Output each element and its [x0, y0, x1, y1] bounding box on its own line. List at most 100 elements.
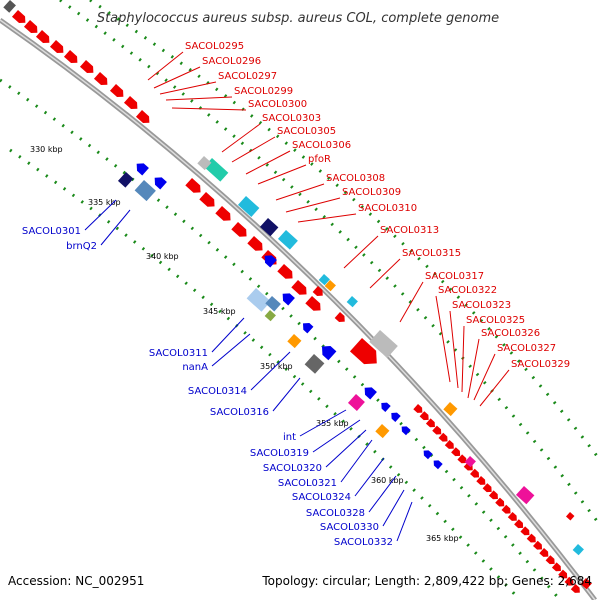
forward-gene-label: SACOL0295	[185, 41, 244, 52]
forward-gene-label: SACOL0313	[380, 225, 439, 236]
reverse-gene	[321, 346, 337, 361]
reverse-leader	[396, 501, 413, 542]
reverse-gene	[381, 402, 391, 412]
reverse-gene	[264, 255, 277, 268]
gene-cyan	[346, 296, 358, 308]
gene-grey	[197, 156, 212, 171]
reverse-leader	[84, 199, 117, 231]
forward-gene	[565, 512, 575, 521]
forward-gene	[501, 504, 511, 514]
forward-leader	[343, 235, 379, 269]
forward-leader	[257, 164, 307, 185]
forward-gene-label: SACOL0326	[481, 328, 540, 339]
forward-leader	[449, 310, 459, 389]
forward-gene-label: SACOL0315	[402, 248, 461, 259]
reverse-gene	[154, 177, 167, 190]
reverse-gene-label: SACOL0321	[278, 478, 337, 489]
gene-orange	[443, 401, 458, 417]
forward-leader	[461, 325, 465, 393]
forward-gene-label: SACOL0299	[234, 86, 293, 97]
forward-gene	[514, 519, 524, 529]
forward-leader	[159, 81, 217, 95]
reverse-gene-label: SACOL0311	[149, 348, 208, 359]
forward-gene-label: SACOL0310	[358, 203, 417, 214]
gene-cyan	[572, 544, 584, 556]
reverse-leader	[354, 457, 385, 497]
forward-gene	[580, 577, 592, 590]
forward-gene	[444, 440, 454, 449]
reverse-gene-label: SACOL0314	[188, 386, 247, 397]
tick-label: 350 kbp	[260, 362, 293, 371]
forward-gene	[482, 483, 492, 493]
reverse-leader	[299, 409, 347, 437]
forward-leader	[275, 183, 325, 201]
forward-leader	[369, 258, 401, 289]
forward-gene	[334, 312, 345, 322]
forward-gene	[93, 72, 108, 86]
forward-gene	[291, 280, 307, 295]
reverse-gene-label: SACOL0324	[292, 492, 351, 503]
forward-leader	[435, 295, 451, 383]
reverse-gene	[364, 387, 377, 400]
reverse-leader	[211, 317, 245, 353]
reverse-gene-label: SACOL0332	[334, 537, 393, 548]
forward-gene	[432, 425, 442, 435]
tick-label: 360 kbp	[371, 476, 404, 485]
forward-leader	[285, 197, 341, 213]
gene-grey	[369, 330, 398, 358]
forward-gene-label: SACOL0296	[202, 56, 261, 67]
tick-label: 345 kbp	[203, 307, 236, 316]
forward-leader	[245, 150, 291, 175]
forward-gene-label: SACOL0322	[438, 285, 497, 296]
forward-gene	[305, 296, 321, 311]
genome-title: Staphylococcus aureus subsp. aureus COL,…	[97, 11, 499, 26]
forward-leader	[147, 51, 184, 81]
forward-gene	[451, 447, 461, 457]
forward-gene	[109, 84, 124, 98]
backbone-highlight	[0, 19, 596, 600]
forward-gene	[457, 454, 467, 464]
reverse-leader	[382, 489, 405, 527]
reverse-gene-label: int	[283, 432, 296, 443]
tick-label: 365 kbp	[426, 534, 459, 543]
forward-gene	[539, 548, 549, 557]
forward-gene	[312, 286, 323, 296]
reverse-leader	[272, 377, 301, 412]
forward-gene	[533, 540, 543, 550]
forward-gene	[199, 192, 215, 207]
gene-dark	[3, 0, 16, 13]
forward-gene	[123, 96, 138, 110]
tick-label: 340 kbp	[146, 252, 179, 261]
forward-gene-label: SACOL0323	[452, 300, 511, 311]
forward-gene	[135, 110, 150, 124]
forward-leader	[231, 136, 276, 163]
forward-gene	[564, 576, 574, 586]
reverse-gene-label: SACOL0319	[250, 448, 309, 459]
forward-gene	[545, 555, 555, 565]
reverse-leader	[312, 419, 361, 453]
forward-gene	[526, 533, 536, 543]
reverse-gene	[423, 450, 433, 460]
forward-gene	[558, 569, 568, 579]
reverse-leader	[368, 475, 397, 513]
forward-gene-label: SACOL0329	[511, 359, 570, 370]
gene-steel	[265, 296, 281, 312]
forward-gene-label: SACOL0327	[497, 343, 556, 354]
forward-leader	[221, 123, 261, 153]
forward-gene-label: pfoR	[308, 154, 331, 165]
forward-leader	[165, 96, 233, 101]
forward-gene-label: SACOL0325	[466, 315, 525, 326]
reverse-gene-label: brnQ2	[66, 241, 97, 252]
reverse-gene	[302, 323, 314, 334]
forward-gene	[231, 222, 247, 237]
gene-cyan	[277, 230, 298, 250]
forward-leader	[479, 369, 510, 407]
forward-gene	[425, 418, 435, 428]
reverse-leader	[325, 429, 367, 468]
forward-gene-label: SACOL0300	[248, 99, 307, 110]
accession-text: Accession: NC_002951	[8, 574, 144, 588]
forward-gene-label: SACOL0303	[262, 113, 321, 124]
forward-leader	[171, 107, 247, 111]
